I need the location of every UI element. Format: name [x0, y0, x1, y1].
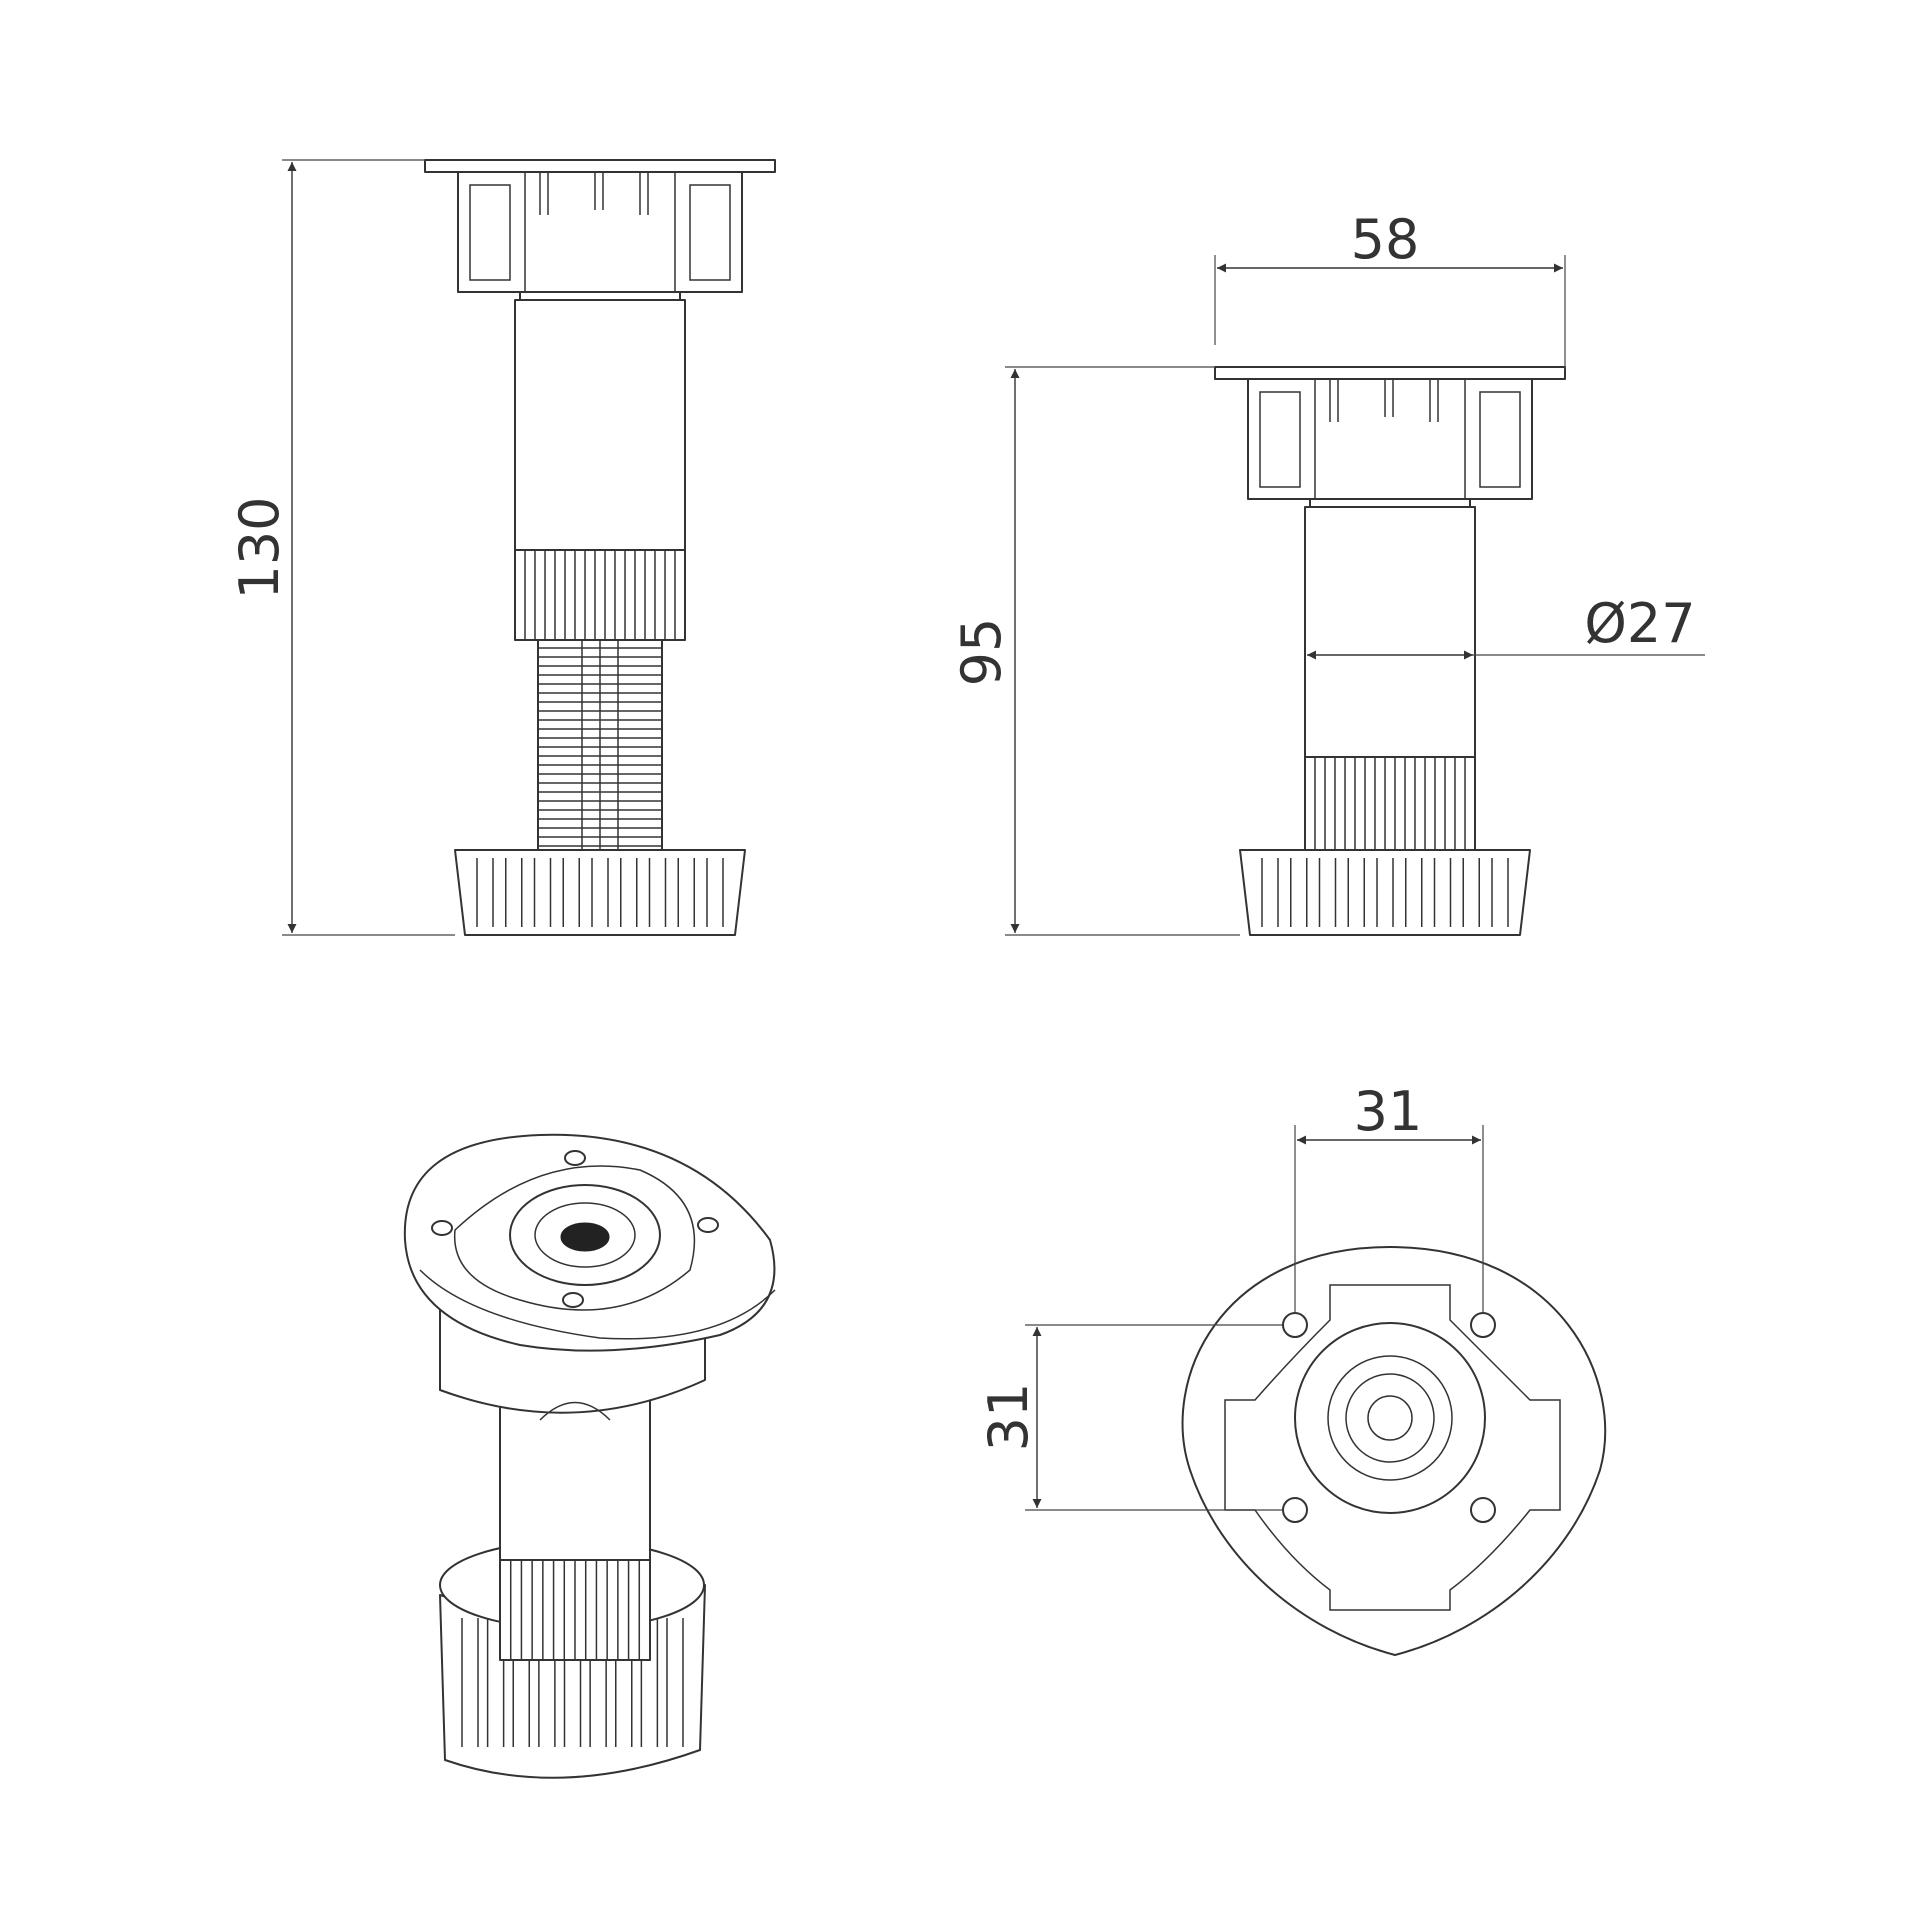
dim-label-95: 95 [950, 618, 1013, 687]
dim-label-130: 130 [228, 496, 291, 599]
side-view-compact [1214, 366, 1566, 936]
top-view [1181, 1246, 1607, 1656]
isometric-view [403, 1133, 776, 1779]
dim-label-diameter-27: Ø27 [1584, 592, 1695, 655]
dim-label-58: 58 [1351, 208, 1420, 271]
side-view-extended [424, 159, 776, 936]
dim-label-31-horizontal: 31 [1354, 1080, 1423, 1143]
dim-label-31-vertical: 31 [977, 1383, 1040, 1452]
dimension-lines [282, 159, 1705, 1511]
